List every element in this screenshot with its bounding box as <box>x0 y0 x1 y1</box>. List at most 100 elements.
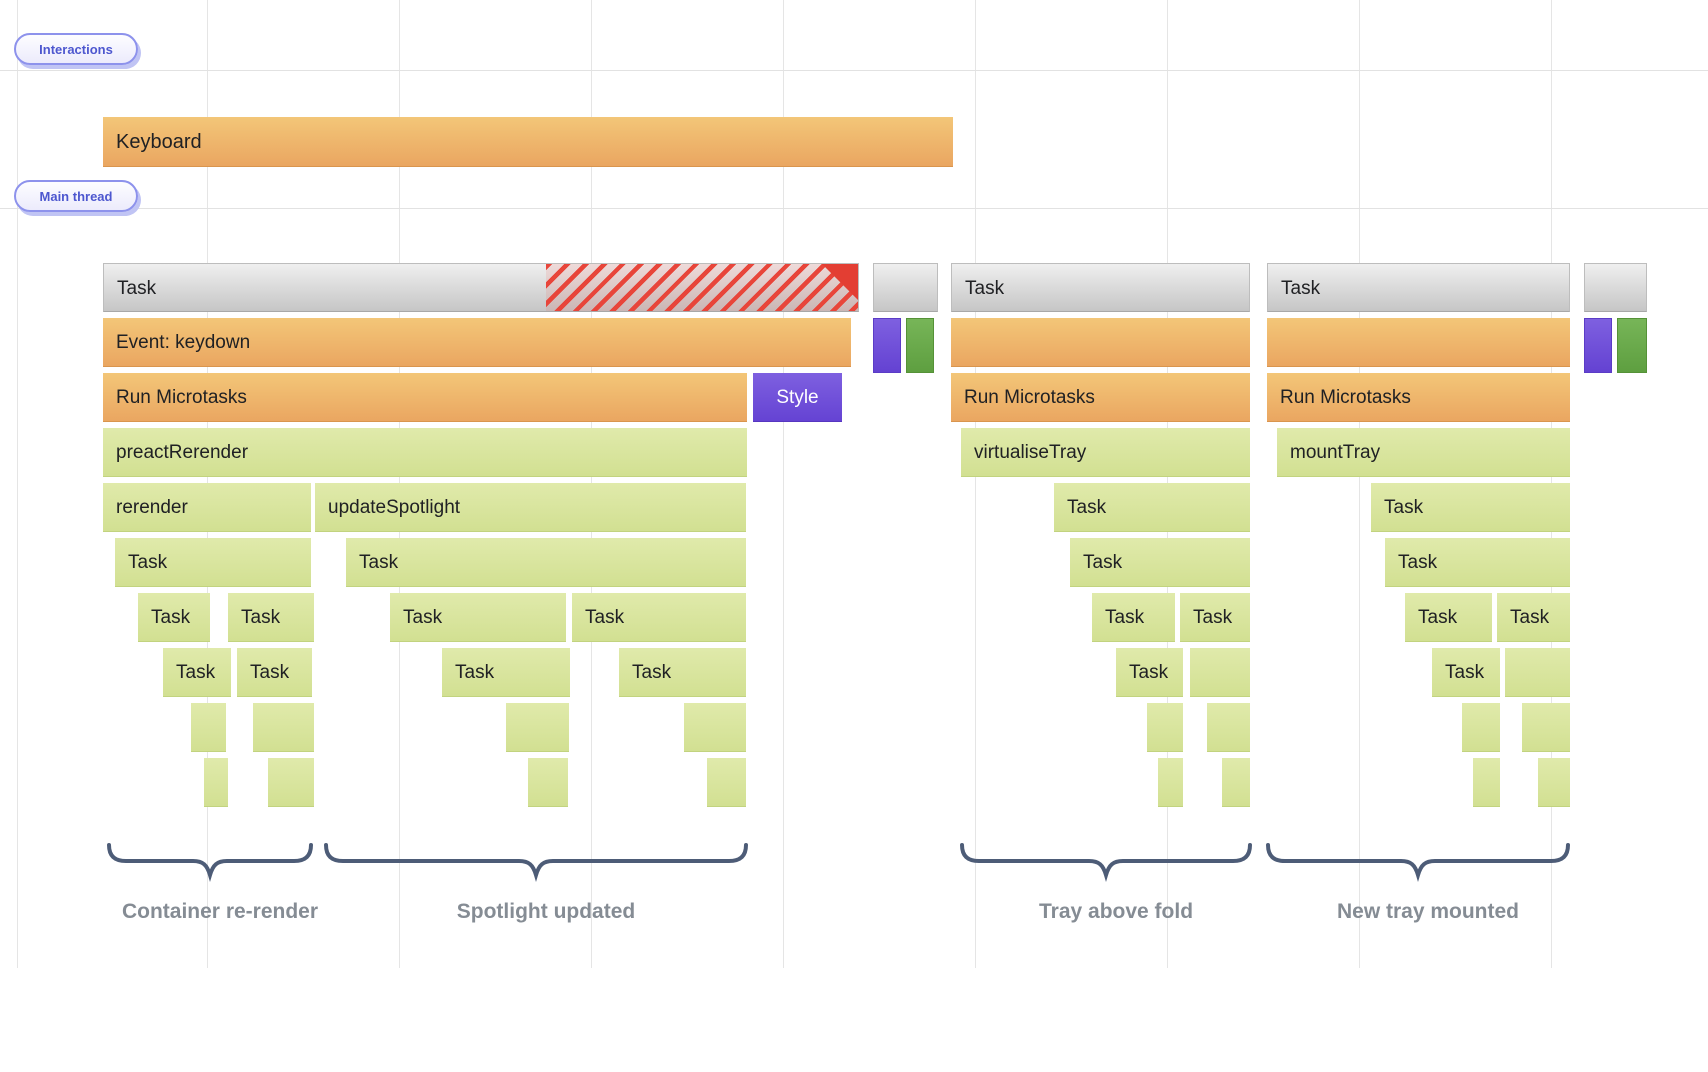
long-task-hatch <box>546 264 858 311</box>
annotation-label: New tray mounted <box>1336 900 1520 923</box>
task-bar[interactable]: Task <box>1054 483 1250 532</box>
task-bar-small[interactable] <box>1584 263 1647 312</box>
flame-bar-label: Style <box>776 387 819 408</box>
flame-bar-label: Task <box>632 662 672 683</box>
task-block[interactable] <box>253 703 314 752</box>
keyboard-interaction-bar[interactable]: Keyboard <box>103 117 953 167</box>
task-bar[interactable]: Task <box>138 593 210 642</box>
task-block[interactable] <box>1222 758 1250 807</box>
task-bar[interactable]: Task <box>163 648 231 697</box>
task-block[interactable] <box>707 758 746 807</box>
task-block[interactable] <box>684 703 746 752</box>
task-block[interactable] <box>1207 703 1250 752</box>
task-block[interactable] <box>191 703 226 752</box>
task-bar-small[interactable] <box>873 263 938 312</box>
task-bar[interactable]: Task <box>1092 593 1175 642</box>
event-keydown-bar[interactable]: Event: keydown <box>103 318 851 367</box>
flame-bar-label: Event: keydown <box>116 332 251 353</box>
task-block[interactable] <box>1147 703 1183 752</box>
updatespotlight-bar[interactable]: updateSpotlight <box>315 483 746 532</box>
style-marker[interactable] <box>1584 318 1612 373</box>
task-bar[interactable]: Task <box>228 593 314 642</box>
task-block[interactable] <box>1522 703 1570 752</box>
task-block[interactable] <box>528 758 568 807</box>
vertical-gridline <box>783 0 784 968</box>
task-block[interactable] <box>1473 758 1500 807</box>
flame-bar-label: Task <box>965 278 1005 299</box>
task-bar[interactable]: Task <box>237 648 312 697</box>
preactrerender-bar[interactable]: preactRerender <box>103 428 747 477</box>
track-pill-interactions[interactable]: Interactions <box>14 33 138 65</box>
horizontal-gridline <box>0 70 1708 71</box>
horizontal-gridline <box>0 208 1708 209</box>
flame-bar-label: Task <box>151 607 191 628</box>
flame-bar-label: updateSpotlight <box>328 497 461 518</box>
vertical-gridline <box>975 0 976 968</box>
task-bar[interactable]: Task <box>390 593 566 642</box>
task-bar[interactable]: Task <box>619 648 746 697</box>
flame-bar-label: Task <box>1445 662 1485 683</box>
task-bar[interactable]: Task <box>1385 538 1570 587</box>
task-block[interactable] <box>268 758 314 807</box>
flame-bar-label: Task <box>1398 552 1438 573</box>
flame-bar-label: Task <box>1418 607 1458 628</box>
flame-bar-label: Run Microtasks <box>1280 387 1411 408</box>
rerender-bar[interactable]: rerender <box>103 483 311 532</box>
task-bar[interactable]: Task <box>1180 593 1250 642</box>
run-microtasks-bar[interactable]: Run Microtasks <box>103 373 747 422</box>
flame-bar-label: Task <box>250 662 290 683</box>
vertical-gridline <box>17 0 18 968</box>
task-bar[interactable]: Task <box>1070 538 1250 587</box>
flame-bar-label: Task <box>359 552 399 573</box>
virtualisetray-bar[interactable]: virtualiseTray <box>961 428 1250 477</box>
task-bar[interactable]: Task <box>115 538 311 587</box>
track-pill-main-thread-label: Main thread <box>39 188 113 204</box>
track-pill-main-thread[interactable]: Main thread <box>14 180 138 212</box>
style-marker[interactable] <box>873 318 901 373</box>
flame-bar-label: Task <box>241 607 281 628</box>
flame-bar-label: Task <box>1067 497 1107 518</box>
flame-bar-label: Task <box>403 607 443 628</box>
flame-bar-label: virtualiseTray <box>974 442 1087 463</box>
task-bar[interactable]: Task <box>1405 593 1492 642</box>
task-bar-long[interactable]: Task <box>103 263 859 312</box>
task-block[interactable] <box>1190 648 1250 697</box>
flame-bar-label: Task <box>1105 607 1145 628</box>
flame-bar-label: Task <box>1510 607 1550 628</box>
run-microtasks-bar[interactable]: Run Microtasks <box>951 373 1250 422</box>
flame-bar-label: rerender <box>116 497 188 518</box>
task-bar[interactable]: Task <box>1497 593 1570 642</box>
task-bar[interactable]: Task <box>572 593 746 642</box>
flame-bar-label: Task <box>585 607 625 628</box>
task-bar[interactable]: Task <box>1116 648 1183 697</box>
task-bar[interactable]: Task <box>1371 483 1570 532</box>
flame-bar-label: Task <box>176 662 216 683</box>
annotation-label: Spotlight updated <box>456 900 636 923</box>
annotation-brace <box>324 843 748 882</box>
task-block[interactable] <box>204 758 228 807</box>
paint-marker[interactable] <box>906 318 934 373</box>
style-bar[interactable]: Style <box>753 373 842 422</box>
track-pill-interactions-label: Interactions <box>39 41 113 57</box>
event-bar[interactable] <box>951 318 1250 367</box>
task-bar[interactable]: Task <box>346 538 746 587</box>
task-block[interactable] <box>1158 758 1183 807</box>
task-block[interactable] <box>506 703 569 752</box>
task-bar[interactable]: Task <box>1267 263 1570 312</box>
task-bar[interactable]: Task <box>1432 648 1500 697</box>
paint-marker[interactable] <box>1617 318 1647 373</box>
flame-bar-label: Task <box>455 662 495 683</box>
flame-bar-label: preactRerender <box>116 442 249 463</box>
flame-bar-label: Task <box>1193 607 1233 628</box>
run-microtasks-bar[interactable]: Run Microtasks <box>1267 373 1570 422</box>
event-bar[interactable] <box>1267 318 1570 367</box>
task-block[interactable] <box>1462 703 1500 752</box>
task-bar[interactable]: Task <box>442 648 570 697</box>
mounttray-bar[interactable]: mountTray <box>1277 428 1570 477</box>
task-block[interactable] <box>1538 758 1570 807</box>
flame-bar-label: Run Microtasks <box>116 387 247 408</box>
task-block[interactable] <box>1505 648 1570 697</box>
flame-bar-label: Run Microtasks <box>964 387 1095 408</box>
task-bar[interactable]: Task <box>951 263 1250 312</box>
